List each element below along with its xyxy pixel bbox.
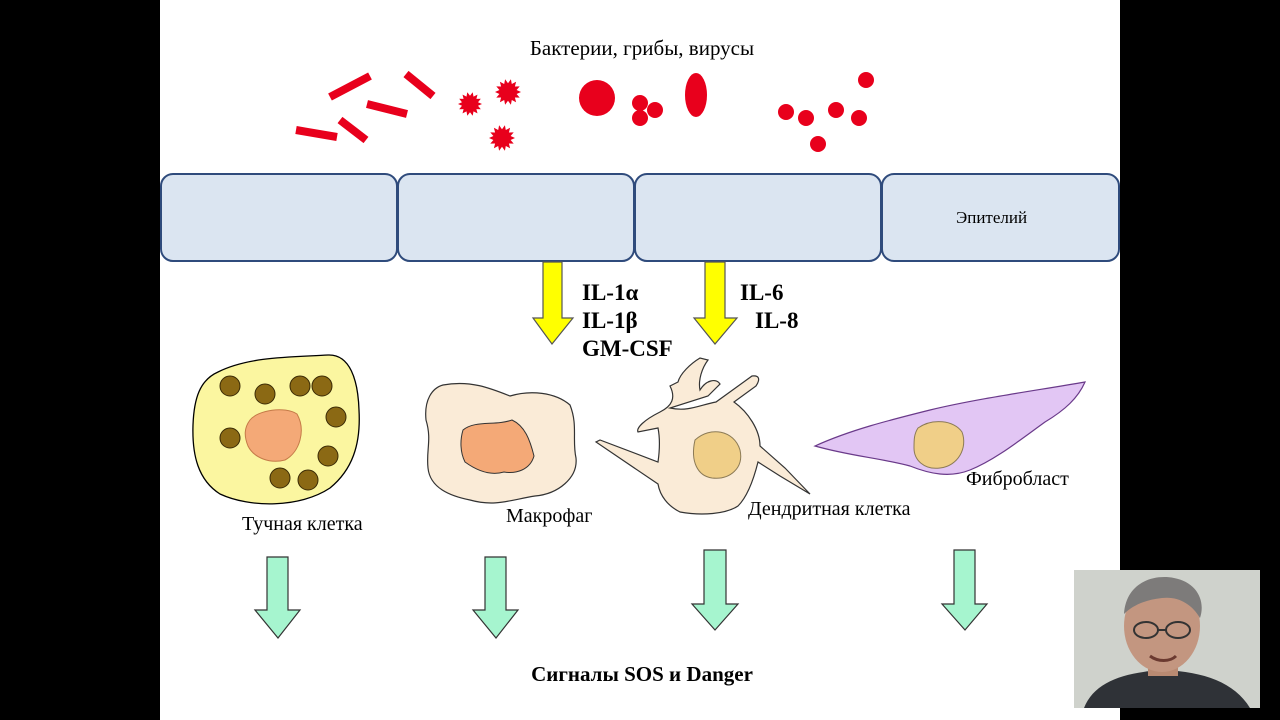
- yellow-arrow-right: [692, 261, 739, 345]
- diagram-canvas: [160, 70, 1120, 639]
- mast-cell-label: Тучная клетка: [242, 513, 363, 535]
- dendritic-cell: [594, 357, 811, 515]
- fibroblast: [813, 381, 1086, 475]
- granule: [289, 375, 311, 397]
- epithelium-label: Эпителий: [956, 208, 1028, 227]
- macrophage-nucleus: [460, 419, 535, 474]
- granule: [219, 375, 241, 397]
- green-arrow: [940, 549, 989, 631]
- cytokines-left: IL-1α IL-1β GM-CSF: [582, 279, 673, 363]
- oval-pathogen: [685, 73, 707, 117]
- fibroblast-nucleus: [913, 421, 965, 469]
- virus-particle: [858, 72, 874, 88]
- epithelial-cell: [881, 173, 1120, 262]
- spiky-pathogen: [489, 125, 515, 151]
- epithelial-cell: [634, 173, 882, 262]
- virus-particle: [851, 110, 867, 126]
- virus-particle: [828, 102, 844, 118]
- cytokine-label: IL-1α: [582, 280, 639, 305]
- cytokine-label: IL-1β: [582, 308, 638, 333]
- dendritic-nucleus: [693, 431, 742, 479]
- green-arrow: [253, 556, 302, 639]
- pathogens-title: Бактерии, грибы, вирусы: [529, 36, 755, 60]
- granule: [311, 375, 333, 397]
- rod-bacterium: [403, 70, 436, 100]
- epithelial-cell: [160, 173, 398, 262]
- spiky-pathogens: [458, 79, 521, 151]
- granule: [325, 406, 347, 428]
- presenter-webcam: [1074, 570, 1260, 708]
- cytokine-label: IL-6: [740, 280, 784, 305]
- virus-particle: [810, 136, 826, 152]
- large-coccus: [579, 80, 615, 116]
- granule: [297, 469, 319, 491]
- spiky-pathogen: [458, 92, 482, 116]
- mast-cell-granules: [219, 375, 347, 491]
- virus-particle: [778, 104, 794, 120]
- virus-particle: [798, 110, 814, 126]
- epithelium: [160, 173, 1120, 262]
- rod-bacterium: [337, 116, 369, 144]
- coccus: [632, 95, 648, 111]
- mast-cell: [192, 354, 360, 505]
- macrophage-label: Макрофаг: [506, 505, 593, 527]
- sos-danger-signals-label: Сигналы SOS и Danger: [531, 662, 753, 686]
- green-arrow: [471, 556, 520, 639]
- cytokine-label: IL-8: [755, 308, 799, 333]
- macrophage: [425, 382, 577, 504]
- coccus: [647, 102, 663, 118]
- fibroblast-label: Фибробласт: [966, 468, 1069, 490]
- round-pathogens: [579, 72, 874, 152]
- spiky-pathogen: [495, 79, 521, 105]
- granule: [219, 427, 241, 449]
- rod-bacteria: [295, 70, 436, 144]
- green-arrows: [253, 549, 989, 639]
- mast-cell-nucleus: [244, 409, 302, 462]
- epithelial-cell: [397, 173, 635, 262]
- yellow-arrows: [531, 261, 739, 345]
- dendritic-cell-label: Дендритная клетка: [748, 498, 911, 520]
- rod-bacterium: [366, 100, 408, 118]
- granule: [317, 445, 339, 467]
- rod-bacterium: [295, 126, 338, 141]
- slide: Бактерии, грибы, вирусы Эпителий IL-1α I…: [160, 0, 1120, 720]
- presenter-figure: [1074, 570, 1260, 708]
- granule: [254, 383, 276, 405]
- yellow-arrow-left: [531, 261, 575, 345]
- rod-bacterium: [328, 72, 372, 101]
- coccus: [632, 110, 648, 126]
- cytokine-label: GM-CSF: [582, 336, 673, 361]
- granule: [269, 467, 291, 489]
- green-arrow: [690, 549, 740, 631]
